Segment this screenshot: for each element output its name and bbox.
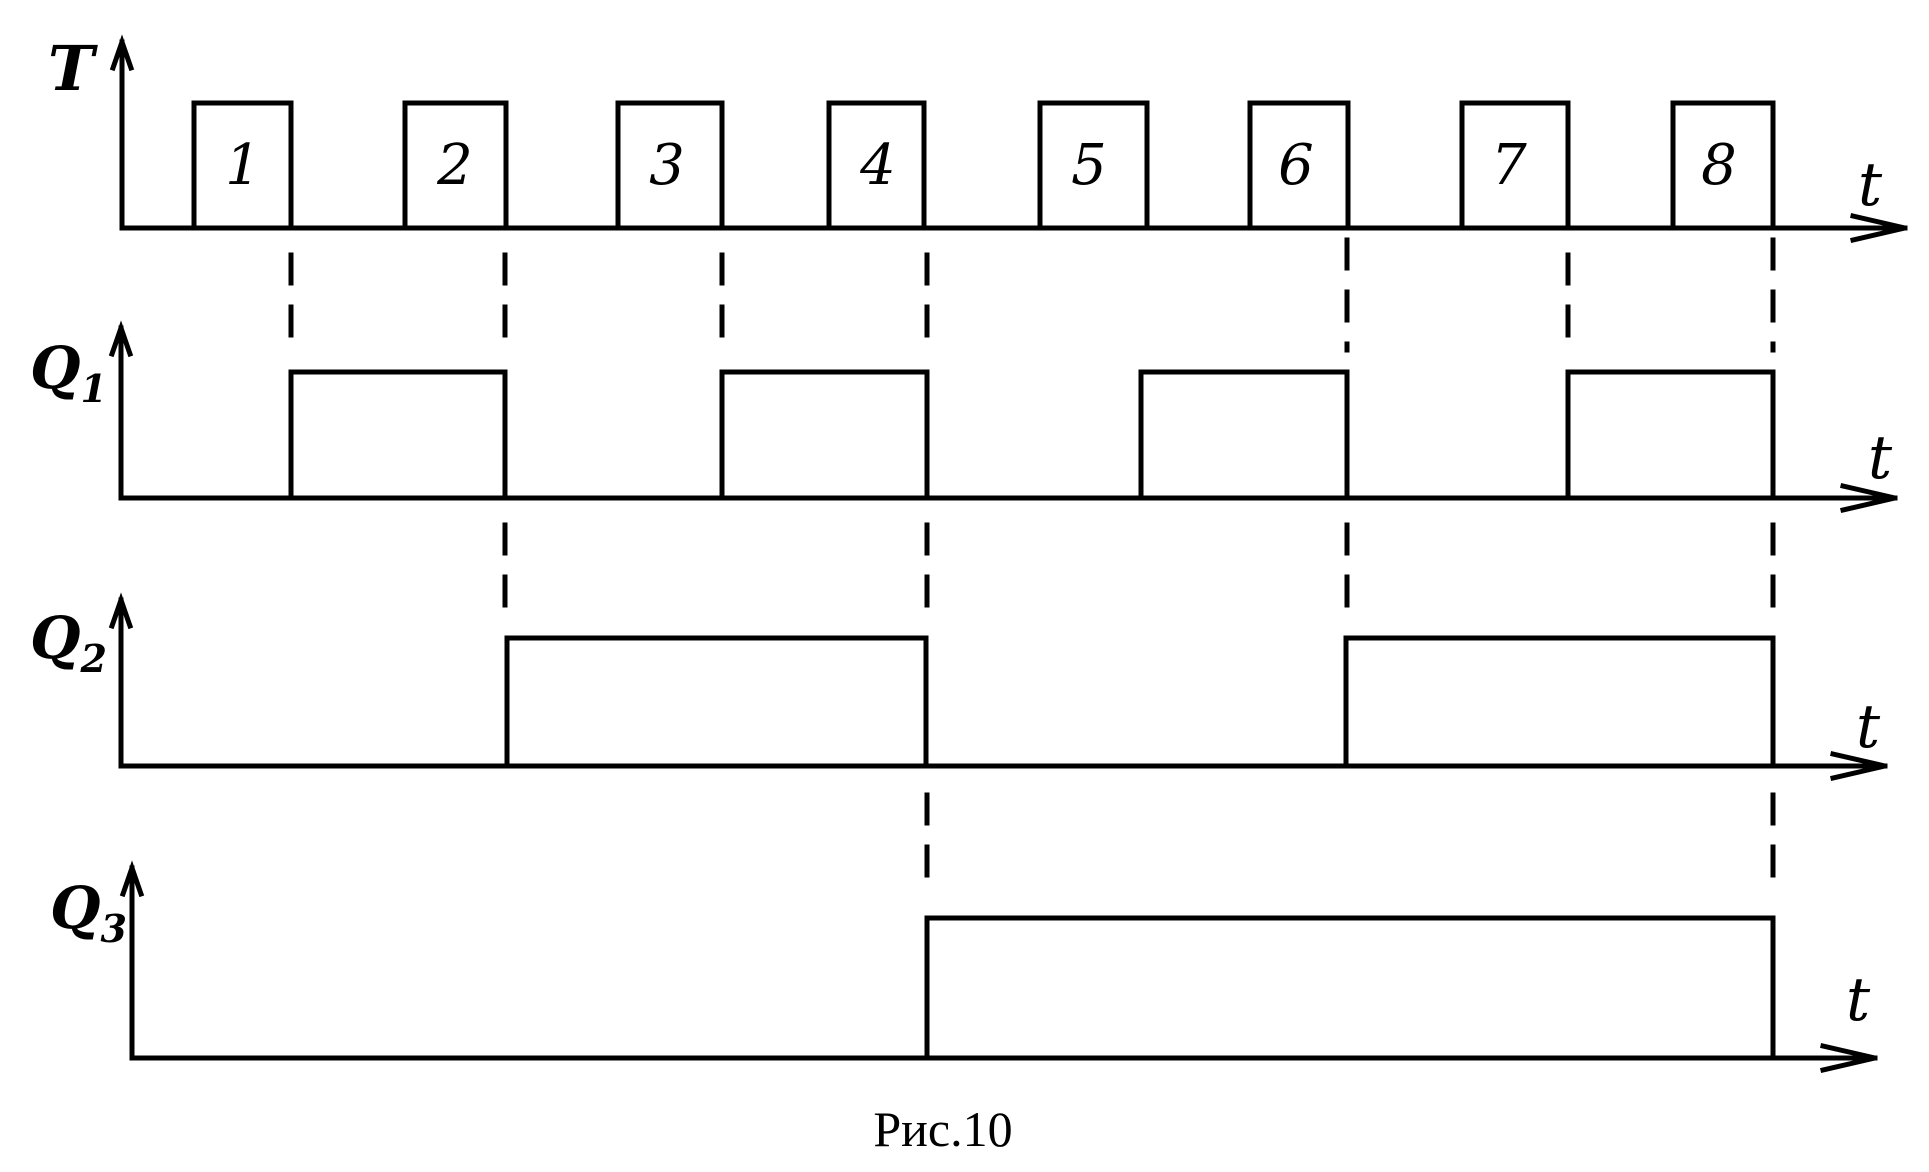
clock-pulse (1037, 100, 1150, 231)
pulse-number: 3 (649, 133, 685, 198)
q2-label: Q2 (30, 604, 107, 681)
pulse-number: 1 (225, 133, 261, 198)
clock-pulse (402, 100, 509, 231)
clock-pulse (1670, 100, 1776, 231)
q3-time-label: t (1846, 965, 1871, 1035)
q1-label: Q1 (30, 334, 107, 411)
q2-time-arrow (1830, 751, 1886, 781)
pulse-number: 4 (859, 133, 896, 198)
q1-time-arrow (1840, 483, 1896, 513)
q1-waveform (118, 369, 1776, 501)
pulse-number: 6 (1278, 133, 1314, 198)
waveforms (108, 34, 1908, 1073)
figure-caption: Рис.10 (873, 1101, 1012, 1157)
q3-subscript: 3 (101, 906, 127, 951)
clock-vertical-arrow (109, 34, 135, 72)
pulse-number: 2 (436, 133, 473, 198)
clock-time-label: t (1858, 150, 1883, 220)
q2-subscript: 2 (80, 636, 107, 681)
q3-waveform (129, 915, 1776, 1061)
q3-vertical-arrow (119, 860, 145, 898)
q2-time-label: t (1856, 692, 1881, 762)
q2-vertical-arrow (108, 592, 134, 630)
clock-pulse (1459, 100, 1571, 231)
pulse-number: 7 (1491, 133, 1527, 198)
q1-subscript: 1 (81, 366, 107, 411)
clock-pulse (1247, 100, 1351, 231)
clock-pulse (615, 100, 725, 231)
clock-time-arrow (1850, 213, 1906, 243)
q1-vertical-arrow (108, 320, 134, 358)
pulse-number: 8 (1701, 133, 1737, 198)
q2-waveform (118, 635, 1776, 769)
clock-pulse (826, 100, 927, 231)
clock-label: T (48, 32, 98, 105)
pulse-number: 5 (1071, 133, 1107, 198)
q3-time-arrow (1820, 1043, 1876, 1073)
clock-pulse (191, 100, 294, 231)
q3-label: Q3 (50, 874, 127, 951)
q1-time-label: t (1868, 423, 1893, 493)
